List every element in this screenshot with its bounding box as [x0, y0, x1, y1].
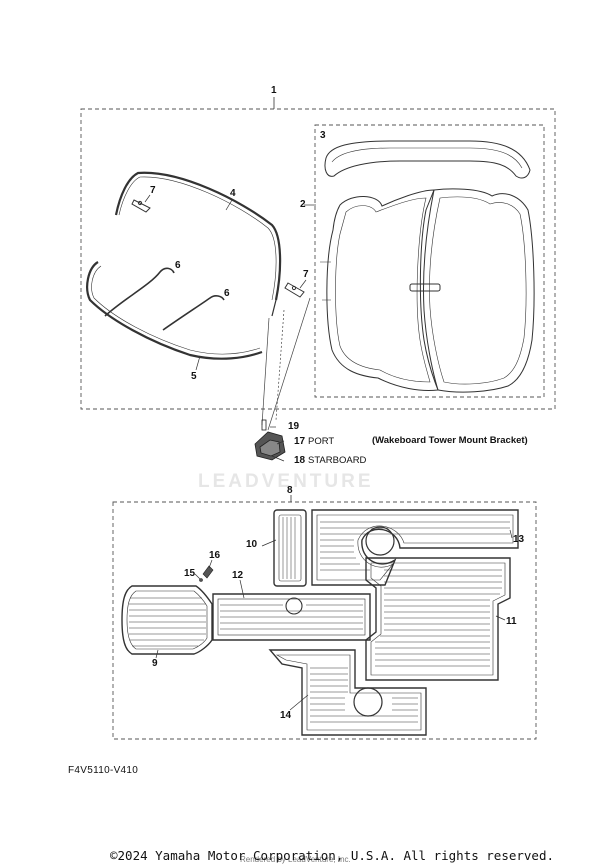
- label-bracket-note: (Wakeboard Tower Mount Bracket): [372, 435, 528, 446]
- callout-1: 1: [271, 85, 277, 96]
- copyright: ©2024 Yamaha Motor Corporation, U.S.A. A…: [110, 848, 555, 863]
- callout-6-upper: 6: [175, 260, 181, 271]
- callout-19: 19: [288, 421, 300, 432]
- label-starboard: STARBOARD: [308, 455, 367, 466]
- callout-10: 10: [246, 539, 258, 550]
- callout-9: 9: [152, 658, 158, 669]
- assembly-1-frame: [80, 108, 556, 410]
- callout-4: 4: [230, 188, 236, 199]
- assembly-2-frame: [314, 124, 545, 398]
- callout-8: 8: [287, 485, 293, 496]
- callout-15: 15: [184, 568, 196, 579]
- part-6-struts: [104, 267, 225, 331]
- label-port: PORT: [308, 436, 335, 447]
- part-13-mat: [311, 509, 519, 586]
- part-7-brackets: [131, 199, 305, 298]
- part-15-16-fasteners: [199, 565, 214, 582]
- part-11-mat: [365, 557, 511, 681]
- part-5-tube-frame: [86, 261, 263, 360]
- part-17-18-mount-bracket: [254, 419, 286, 461]
- rendered-by: Rendered by LeadVenture, Inc.: [240, 855, 351, 864]
- part-3-cushion-cover: [324, 140, 531, 179]
- callout-2: 2: [300, 199, 306, 210]
- callout-16: 16: [209, 550, 221, 561]
- callout-14: 14: [280, 710, 292, 721]
- part-4-tube-frame: [114, 171, 282, 317]
- callout-7-lower: 7: [303, 269, 309, 280]
- callout-5: 5: [191, 371, 197, 382]
- part-14-mat: [268, 649, 427, 736]
- part-12-mat: [212, 593, 371, 641]
- watermark: LEADVENTURE: [198, 471, 374, 492]
- part-10-mat: [273, 509, 307, 587]
- callout-17: 17: [294, 436, 306, 447]
- mount-links: [261, 297, 311, 431]
- part-2-cushion-panels: [320, 188, 535, 393]
- callout-11: 11: [506, 616, 517, 627]
- callout-7-upper: 7: [150, 185, 156, 196]
- callout-18: 18: [294, 455, 306, 466]
- callout-12: 12: [232, 570, 244, 581]
- callout-3: 3: [320, 130, 326, 141]
- assembly-8-frame: [112, 501, 537, 740]
- diagram-code: F4V5110-V410: [68, 765, 139, 776]
- callout-6-lower: 6: [224, 288, 230, 299]
- callout-13: 13: [513, 534, 525, 545]
- part-9-mat: [121, 585, 213, 655]
